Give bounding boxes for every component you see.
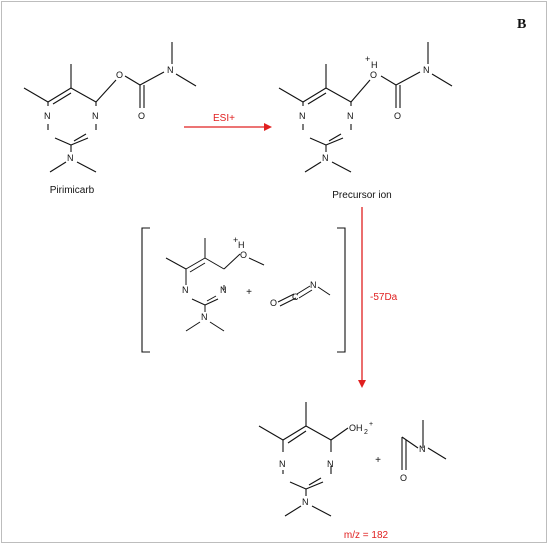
- atom-n: N: [92, 111, 99, 121]
- atom-n: N: [201, 312, 208, 322]
- atom-n: N: [322, 153, 329, 163]
- atom-n: N: [299, 111, 306, 121]
- pirimicarb-atoms: N N N O O N: [44, 65, 174, 163]
- atom-n: N: [327, 459, 334, 469]
- atom-n: N: [44, 111, 51, 121]
- atom-o: O: [138, 111, 145, 121]
- charge-plus: +: [365, 54, 370, 64]
- plus-sign: +: [375, 455, 381, 466]
- product-mz-label: m/z = 182: [344, 530, 389, 541]
- atom-o: O: [270, 298, 277, 308]
- atom-n: N: [302, 497, 309, 507]
- charge-plus: +: [369, 421, 373, 428]
- pirimicarb-structure: [23, 42, 197, 173]
- precursor-atoms: N N N O H + O N: [299, 54, 430, 163]
- atom-n: N: [279, 459, 286, 469]
- hydroxonium-label: OH: [349, 423, 363, 433]
- atom-n: N: [347, 111, 354, 121]
- atom-n: N: [423, 65, 430, 75]
- atom-n: N: [67, 153, 74, 163]
- plus-sign: +: [246, 287, 252, 298]
- intermediate-structure: [165, 238, 331, 332]
- atom-n: N: [220, 285, 227, 295]
- precursor-structure: [278, 42, 453, 173]
- atom-o: O: [370, 70, 377, 80]
- atom-n: N: [182, 285, 189, 295]
- atom-o: O: [240, 250, 247, 260]
- fragmentation-arrow: [358, 207, 366, 388]
- atom-o: O: [394, 111, 401, 121]
- product-structure: [258, 402, 447, 517]
- ionization-arrow: [184, 123, 272, 131]
- subscript-2: 2: [364, 429, 368, 436]
- product-atoms: N N N OH 2 + N O: [279, 421, 426, 507]
- atom-h: H: [371, 60, 378, 70]
- intermediate-atoms: N N N O H + O C N: [182, 235, 317, 322]
- intermediate-bracket: [141, 227, 346, 353]
- atom-h: H: [238, 240, 245, 250]
- atom-c: C: [292, 292, 299, 302]
- loss-label: -57Da: [370, 292, 398, 303]
- panel-letter: B: [517, 17, 526, 32]
- atom-o: O: [116, 70, 123, 80]
- charge-plus: +: [233, 235, 238, 245]
- precursor-label: Precursor ion: [332, 190, 391, 201]
- atom-n: N: [419, 444, 426, 454]
- ionization-label: ESI+: [213, 113, 235, 124]
- atom-o: O: [400, 473, 407, 483]
- reactant-label: Pirimicarb: [50, 185, 95, 196]
- atom-n: N: [167, 65, 174, 75]
- atom-n: N: [310, 280, 317, 290]
